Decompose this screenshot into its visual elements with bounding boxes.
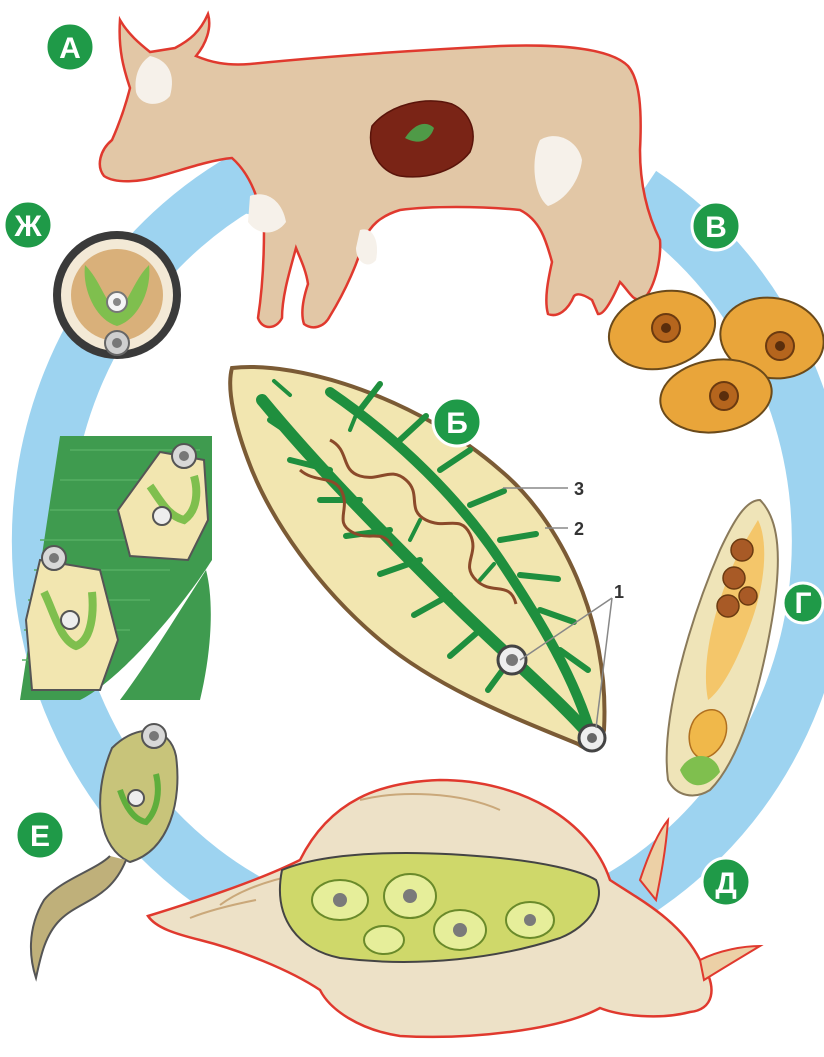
- fluke-oral-sucker: [579, 725, 605, 751]
- part-number-3: 3: [574, 479, 584, 499]
- fluke-ventral-sucker: [498, 646, 526, 674]
- label-g-badge: Г: [783, 583, 823, 623]
- adult-fluke: [230, 367, 605, 751]
- adolescaria-cyst: [53, 231, 181, 359]
- label-zh: Ж: [13, 210, 42, 243]
- label-e: Е: [30, 820, 50, 853]
- label-v: В: [705, 211, 727, 244]
- label-d-badge: Д: [702, 858, 750, 906]
- label-d: Д: [715, 867, 736, 900]
- part-number-1: 1: [614, 582, 624, 602]
- cow-definitive-host: [100, 14, 660, 327]
- label-g: Г: [794, 587, 811, 620]
- label-a-badge: А: [46, 23, 94, 71]
- label-zh-badge: Ж: [4, 201, 52, 249]
- label-b-badge: Б: [433, 398, 481, 446]
- snail-intermediate-host: [148, 780, 760, 1037]
- label-b: Б: [446, 407, 468, 440]
- part-number-2: 2: [574, 519, 584, 539]
- label-a: А: [59, 32, 81, 65]
- label-e-badge: Е: [16, 811, 64, 859]
- label-v-badge: В: [692, 202, 740, 250]
